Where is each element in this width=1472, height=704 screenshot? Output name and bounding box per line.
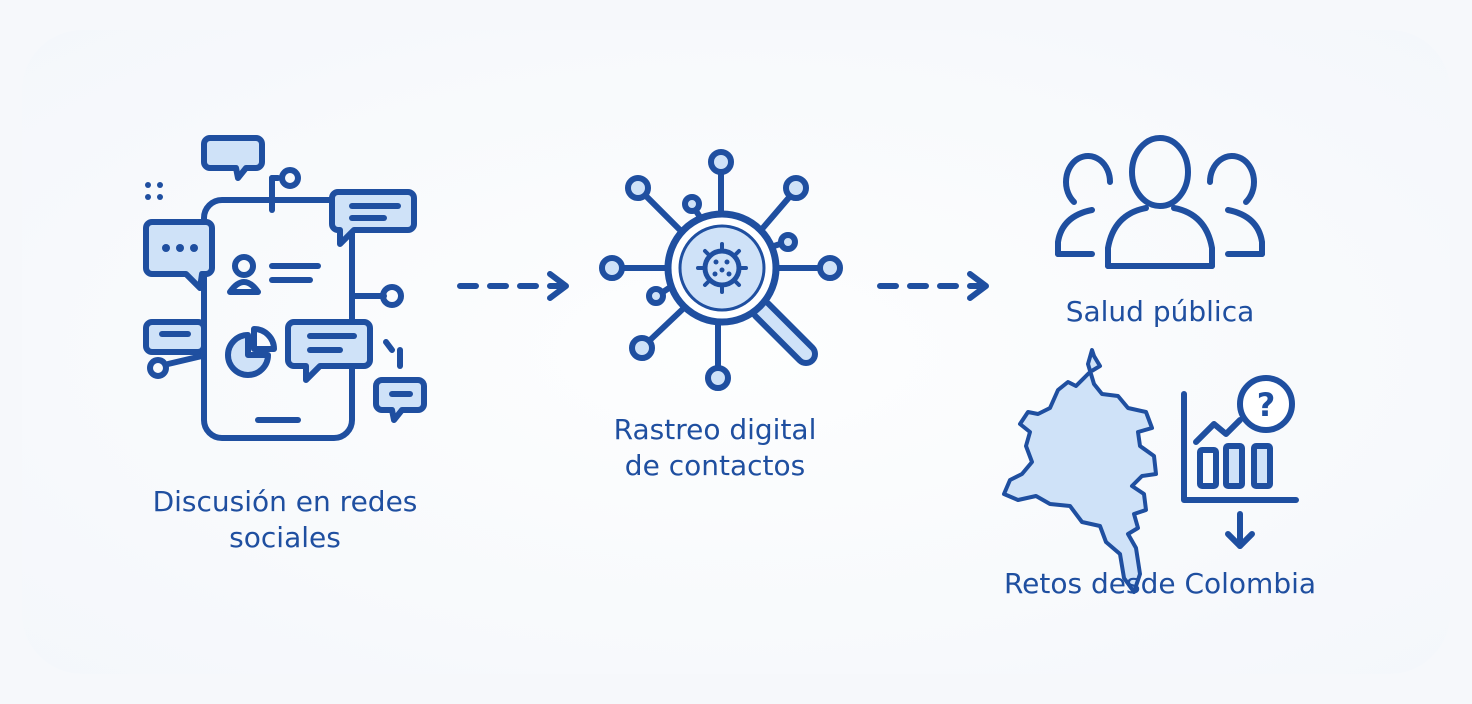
node-label-health: Salud pública: [1065, 295, 1255, 328]
dashed-arrow-1: [457, 271, 569, 301]
node-label-challenges: Retos desde Colombia: [1003, 567, 1317, 600]
colombia-map-chart-question-icon: ?: [1002, 348, 1299, 594]
magnifier-network-virus-icon: [599, 149, 843, 391]
people-group-icon: [1055, 135, 1265, 269]
svg-text:?: ?: [1257, 386, 1276, 424]
node-label-tracing: Rastreo digital de contactos: [613, 413, 817, 482]
dashed-arrow-2: [877, 271, 989, 301]
phone-chat-bubbles-icon: [143, 135, 427, 441]
node-label-social: Discusión en redes sociales: [152, 485, 418, 554]
